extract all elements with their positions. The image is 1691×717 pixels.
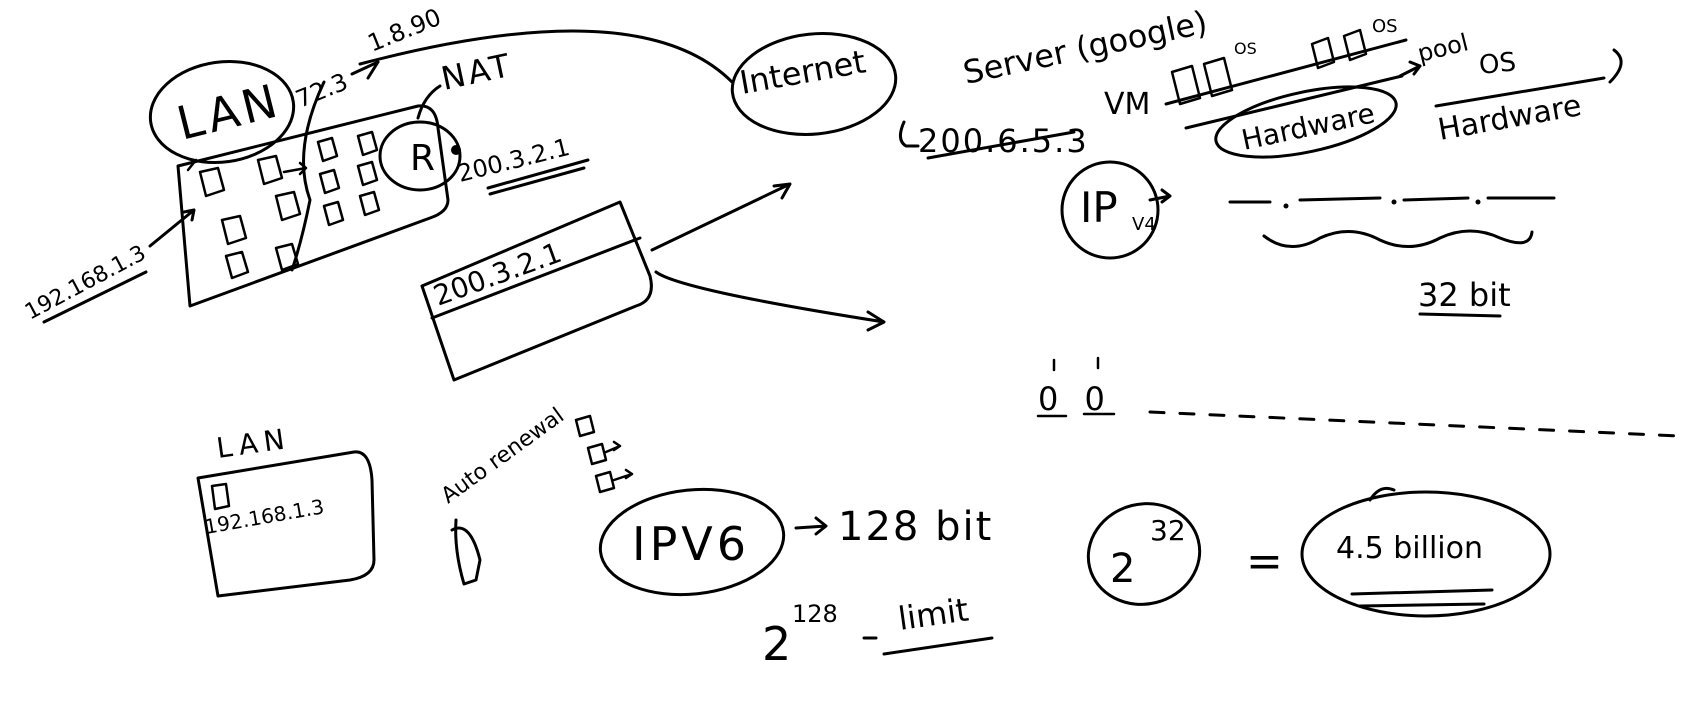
- lan-bottom-device: [210, 482, 231, 511]
- lan-bottom-label: LAN: [214, 422, 292, 465]
- lan-ip-left-label: 192.168.1.3: [21, 241, 150, 325]
- nat-table-row-line: [430, 236, 642, 320]
- two-32-ellipse: [1086, 502, 1202, 606]
- lan-ip-left-arrow: [148, 208, 196, 248]
- server-ip-arrow: [899, 120, 920, 148]
- router-label: R: [410, 138, 435, 179]
- router-ellipse: [378, 120, 462, 192]
- vm-label: VM: [1104, 87, 1150, 122]
- nat-arrow-up: [650, 182, 792, 252]
- vm-os-small-label: OS: [1234, 39, 1257, 58]
- lan-divider: [290, 80, 326, 272]
- vm-baseline-1: [1164, 38, 1408, 106]
- bits32-underline: [1418, 312, 1502, 318]
- lan-top-ellipse: [148, 59, 296, 165]
- lan-top-label: LAN: [172, 73, 287, 151]
- ipv4-sub-label: V4: [1132, 214, 1156, 235]
- lan-ip-left-underline: [42, 270, 148, 324]
- nat-arrow: [416, 84, 442, 120]
- ipv4-label: IP: [1080, 183, 1118, 232]
- router-ip-underline: [486, 158, 590, 196]
- hardware-right-label: Hardware: [1435, 88, 1584, 148]
- vm-baseline-2: [1184, 74, 1404, 130]
- renewal-stick: [450, 518, 482, 586]
- lan-box-ip-label: 192.168.1.3: [203, 494, 326, 539]
- ipv6-ellipse: [598, 487, 786, 597]
- lan-devices: [198, 130, 381, 280]
- os-label: OS: [1478, 47, 1518, 81]
- lan-network-box: [176, 104, 450, 308]
- two-128-base: 2: [762, 617, 791, 671]
- ipv6-label: IPV6: [632, 517, 750, 571]
- hardware-ellipse: [1214, 85, 1398, 159]
- zero-one-ticks: [1036, 356, 1116, 418]
- arrow-to-ip-partial: [350, 60, 380, 80]
- nat-table-ip-label: 200.3.2.1: [429, 236, 566, 313]
- ipv4-octet-line: [1228, 196, 1556, 209]
- bits32-label: 32 bit: [1418, 276, 1511, 314]
- limit-underline: [882, 636, 994, 656]
- billion-ellipse-tail: [1368, 486, 1396, 502]
- vm-os-right-label: OS: [1372, 16, 1398, 37]
- pool-label: pool: [1415, 28, 1472, 68]
- hardware-right-bracket: [1608, 48, 1623, 84]
- equals-sign: =: [1246, 536, 1283, 587]
- nat-label: NAT: [438, 46, 516, 98]
- ipv4-ellipse: [1060, 160, 1160, 260]
- billion-label: 4.5 billion: [1336, 531, 1483, 566]
- ip-partial-label: 72.3: [292, 68, 352, 114]
- billion-ellipse: [1300, 490, 1552, 618]
- os-hardware-divider: [1434, 76, 1606, 108]
- auto-renewal-label: Auto renewal: [437, 403, 569, 509]
- internet-link-curve: [358, 29, 734, 84]
- lan-bottom-box: [196, 450, 376, 598]
- binary-dashed-line: [1148, 410, 1682, 438]
- ipv4-arrow: [1148, 188, 1172, 204]
- two-32-base: 2: [1110, 546, 1135, 592]
- server-ip-underline: [926, 130, 1076, 160]
- router-port-dot: [451, 145, 461, 155]
- zero-one-label: 0 0: [1038, 380, 1113, 418]
- nat-table-box: [420, 200, 653, 382]
- limit-label: limit: [896, 590, 971, 637]
- ipv4-wavy-brace: [1262, 229, 1534, 249]
- renewal-devices: [574, 414, 634, 494]
- lan-top-connector: [186, 158, 198, 172]
- bits128-label: 128 bit: [838, 504, 993, 550]
- two-32-exp: 32: [1150, 514, 1186, 547]
- pool-arrow: [1398, 60, 1422, 78]
- two-128-exp: 128: [792, 600, 838, 628]
- internet-ellipse: [730, 32, 898, 136]
- ipv6-arrow: [794, 516, 828, 536]
- nat-arrow-down: [654, 270, 886, 332]
- vm-instances: [1170, 28, 1368, 106]
- billion-underline-1: [1350, 588, 1494, 596]
- billion-underline-2: [1358, 602, 1486, 608]
- ip-top-label: 1.8.90: [364, 3, 445, 58]
